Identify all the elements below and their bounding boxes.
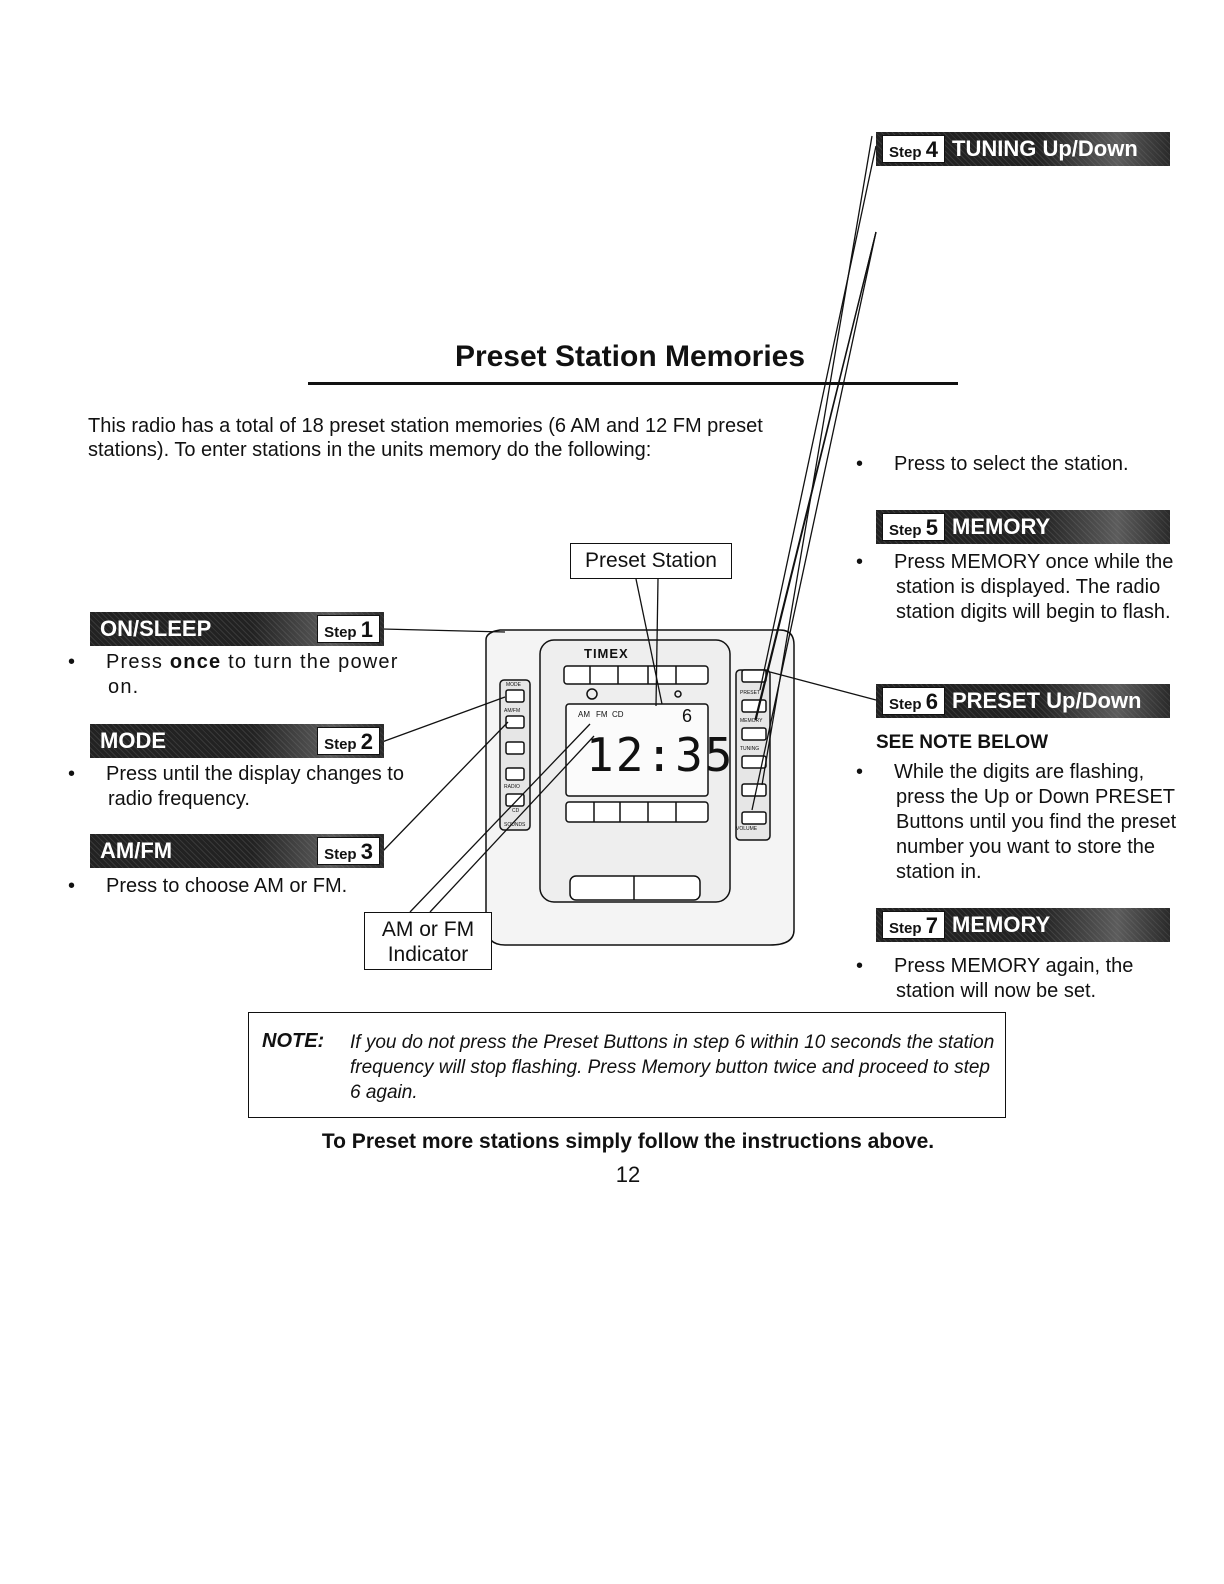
bullet: •: [856, 453, 864, 475]
bullet: •: [856, 955, 864, 977]
bar-shade: [1037, 132, 1170, 166]
device-brand: TIMEX: [584, 646, 629, 661]
step5-badge: Step 5: [882, 513, 945, 541]
badge-num: 2: [360, 729, 373, 754]
step7-bar: Step 7 MEMORY: [876, 908, 1170, 942]
badge-num: 5: [925, 515, 938, 540]
lcd-indicator-am: AM: [578, 710, 590, 719]
badge-word: Step: [889, 920, 922, 937]
device-label-preset: PRESET: [740, 690, 761, 696]
lcd-time-display: 12:35: [586, 728, 735, 782]
bullet: •: [68, 763, 76, 785]
badge-num: 4: [925, 137, 938, 162]
step1-text: • Press once to turn the power on.: [68, 650, 406, 700]
bar-shade: [1037, 684, 1170, 718]
bullet: •: [856, 761, 864, 783]
step3-bar: AM/FM Step 3: [90, 834, 384, 868]
footer-instruction: To Preset more stations simply follow th…: [321, 1130, 935, 1153]
step6-label: PRESET Up/Down: [952, 688, 1142, 713]
bar-shade: [1037, 908, 1170, 942]
badge-num: 1: [360, 617, 373, 642]
device-label-memory: MEMORY: [740, 718, 763, 724]
note-label: NOTE:: [262, 1030, 325, 1052]
device-label-amfm: AM/FM: [504, 708, 521, 714]
step4-text: • Press to select the station.: [856, 452, 1192, 477]
callout-line-2: Indicator: [387, 943, 469, 966]
device-label-mode: MODE: [506, 682, 521, 688]
lcd-preset-number: 6: [682, 706, 693, 726]
callout-line-1: AM or FM: [381, 918, 475, 941]
step2-label: MODE: [100, 728, 166, 753]
badge-word: Step: [889, 522, 922, 539]
lcd-indicator-fm: FM: [596, 710, 608, 719]
step1-badge: Step 1: [317, 615, 380, 643]
preset-station-callout: Preset Station: [570, 543, 732, 579]
intro-text: This radio has a total of 18 preset stat…: [88, 415, 763, 461]
step7-text-body: Press MEMORY again, the station will now…: [894, 955, 1134, 1002]
bullet: •: [68, 875, 76, 897]
bar-shade: [1037, 510, 1170, 544]
step2-text-body: Press until the display changes to radio…: [106, 763, 404, 810]
title-rule: [308, 382, 958, 385]
step5-bar: Step 5 MEMORY: [876, 510, 1170, 544]
lcd-indicator-cd: CD: [612, 710, 624, 719]
step3-text: • Press to choose AM or FM.: [68, 874, 406, 899]
step6-badge: Step 6: [882, 687, 945, 715]
step4-badge: Step 4: [882, 135, 945, 163]
bullet: •: [856, 551, 864, 573]
note-text: If you do not press the Preset Buttons i…: [350, 1032, 995, 1103]
step1-text-pre: Press: [106, 651, 170, 673]
step6-text-body: While the digits are flashing, press the…: [894, 761, 1177, 883]
step2-text: • Press until the display changes to radi…: [68, 762, 406, 812]
badge-num: 6: [925, 689, 938, 714]
device-label-cd: CD: [512, 808, 520, 814]
page-number: 12: [615, 1162, 641, 1187]
step1-text-post: to turn the power on.: [108, 651, 399, 698]
step5-text: • Press MEMORY once while the station is …: [856, 550, 1192, 625]
device-label-radio: RADIO: [504, 784, 520, 790]
step6-text: • While the digits are flashing, press th…: [856, 760, 1192, 885]
badge-word: Step: [324, 736, 357, 753]
step2-badge: Step 2: [317, 727, 380, 755]
step4-bar: Step 4 TUNING Up/Down: [876, 132, 1170, 166]
badge-word: Step: [889, 696, 922, 713]
badge-num: 7: [925, 913, 938, 938]
step3-label: AM/FM: [100, 838, 173, 863]
badge-word: Step: [324, 624, 357, 641]
page-title: Preset Station Memories: [454, 340, 806, 373]
step6-subhead: SEE NOTE BELOW: [876, 732, 1049, 753]
am-fm-indicator-callout: AM or FM Indicator: [364, 912, 492, 970]
device-label-volume: VOLUME: [736, 826, 758, 832]
step7-badge: Step 7: [882, 911, 945, 939]
bullet: •: [68, 651, 77, 673]
step1-label: ON/SLEEP: [100, 616, 212, 641]
step1-text-bold: once: [169, 651, 222, 673]
step5-text-body: Press MEMORY once while the station is d…: [894, 551, 1174, 623]
step4-text-body: Press to select the station.: [894, 453, 1129, 475]
badge-num: 3: [360, 839, 373, 864]
step7-text: • Press MEMORY again, the station will no…: [856, 954, 1192, 1004]
device-label-tuning: TUNING: [740, 746, 760, 752]
step3-text-body: Press to choose AM or FM.: [106, 875, 348, 897]
step2-bar: MODE Step 2: [90, 724, 384, 758]
step5-label: MEMORY: [952, 514, 1051, 539]
step4-label: TUNING Up/Down: [952, 136, 1138, 161]
badge-word: Step: [889, 144, 922, 161]
device-label-sounds: SOUNDS: [504, 822, 526, 828]
step1-bar: ON/SLEEP Step 1: [90, 612, 384, 646]
step3-badge: Step 3: [317, 837, 380, 865]
step6-bar: Step 6 PRESET Up/Down: [876, 684, 1170, 718]
badge-word: Step: [324, 846, 357, 863]
note-box: [248, 1012, 1006, 1118]
step7-label: MEMORY: [952, 912, 1051, 937]
